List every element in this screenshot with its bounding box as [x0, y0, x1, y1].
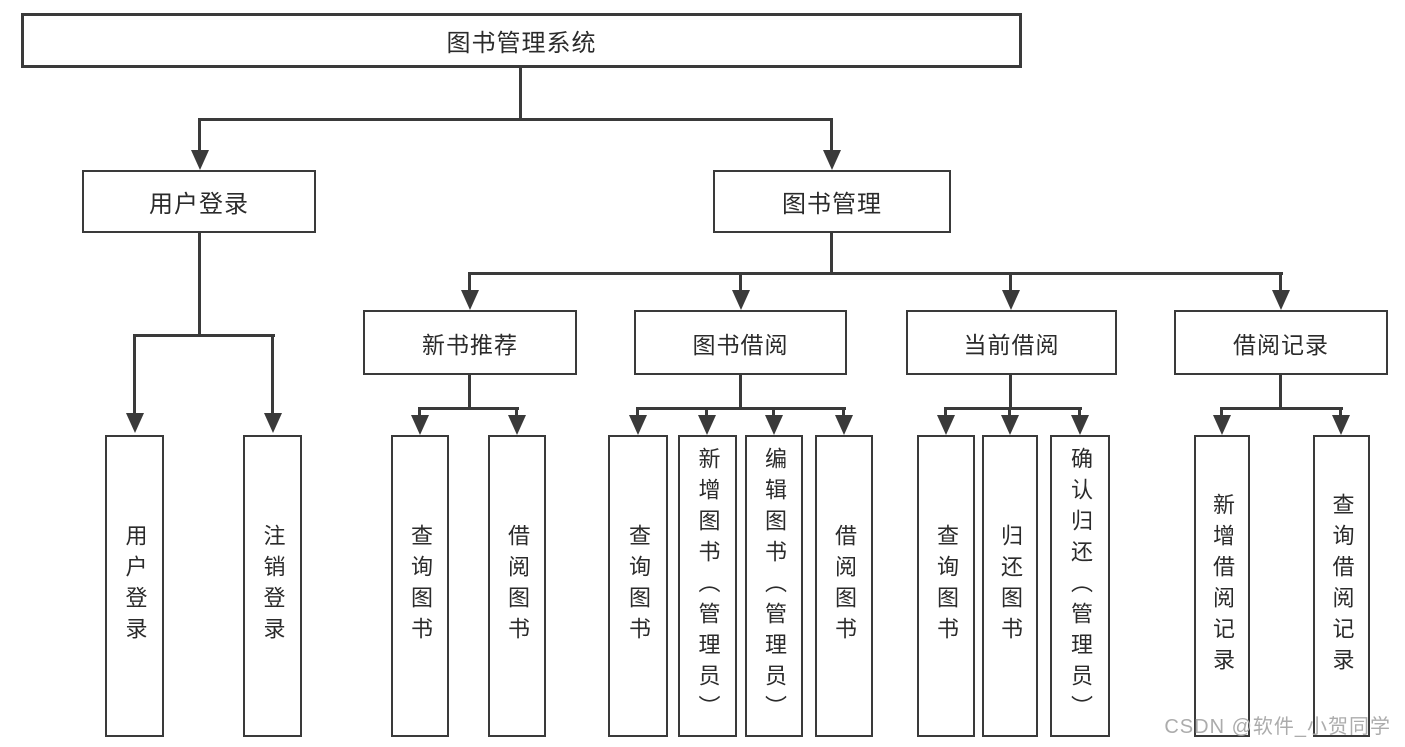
arrow-down-icon	[126, 413, 144, 433]
connector	[1339, 407, 1342, 417]
connector	[739, 272, 742, 292]
connector	[944, 407, 947, 417]
leaf-query-books-1: 查询图书	[391, 435, 449, 737]
node-label: 借阅图书	[505, 524, 530, 648]
connector	[842, 407, 845, 417]
connector	[1220, 407, 1223, 417]
node-label: 新增借阅记录	[1210, 493, 1235, 679]
leaf-borrow-books-2: 借阅图书	[815, 435, 873, 737]
connector	[469, 272, 1283, 275]
connector	[133, 334, 275, 337]
connector	[830, 233, 833, 275]
arrow-down-icon	[461, 290, 479, 310]
connector	[271, 334, 274, 415]
connector	[637, 407, 846, 410]
connector	[419, 407, 519, 410]
connector	[515, 407, 518, 417]
connector	[519, 68, 522, 120]
node-user-login: 用户登录	[82, 170, 316, 233]
node-label: 查询图书	[626, 524, 651, 648]
node-book-borrowing: 图书借阅	[634, 310, 847, 375]
arrow-down-icon	[1332, 415, 1350, 435]
node-current-borrowing: 当前借阅	[906, 310, 1117, 375]
arrow-down-icon	[508, 415, 526, 435]
connector	[198, 118, 201, 152]
connector	[830, 118, 833, 152]
watermark: CSDN @软件_小贺同学	[1164, 716, 1391, 738]
connector	[1009, 375, 1012, 409]
connector	[468, 375, 471, 409]
connector	[418, 407, 421, 417]
connector	[198, 233, 201, 337]
connector	[1078, 407, 1081, 417]
connector	[636, 407, 639, 417]
arrow-down-icon	[1001, 415, 1019, 435]
arrow-down-icon	[1213, 415, 1231, 435]
node-label: 确认归还（管理员）	[1068, 446, 1093, 726]
leaf-add-borrow-record: 新增借阅记录	[1194, 435, 1250, 737]
arrow-down-icon	[823, 150, 841, 170]
arrow-down-icon	[732, 290, 750, 310]
connector	[739, 375, 742, 409]
connector	[772, 407, 775, 417]
arrow-down-icon	[835, 415, 853, 435]
leaf-add-books-admin: 新增图书（管理员）	[678, 435, 737, 737]
arrow-down-icon	[411, 415, 429, 435]
node-book-management: 图书管理	[713, 170, 951, 233]
node-label: 查询图书	[408, 524, 433, 648]
connector	[1279, 375, 1282, 409]
node-label: 图书借阅	[692, 331, 789, 358]
node-label: 借阅图书	[832, 524, 857, 648]
node-library-management-system: 图书管理系统	[21, 13, 1022, 68]
arrow-down-icon	[1002, 290, 1020, 310]
connector	[1008, 407, 1011, 417]
leaf-query-books-2: 查询图书	[608, 435, 668, 737]
node-label: 新书推荐	[422, 331, 518, 358]
arrow-down-icon	[698, 415, 716, 435]
arrow-down-icon	[191, 150, 209, 170]
leaf-query-books-3: 查询图书	[917, 435, 975, 737]
leaf-logout: 注销登录	[243, 435, 302, 737]
leaf-query-borrow-record: 查询借阅记录	[1313, 435, 1370, 737]
node-label: 图书管理系统	[446, 30, 597, 57]
node-label: 新增图书（管理员）	[695, 446, 721, 726]
arrow-down-icon	[629, 415, 647, 435]
node-label: 编辑图书（管理员）	[762, 446, 787, 726]
connector	[468, 272, 471, 292]
arrow-down-icon	[937, 415, 955, 435]
node-label: 归还图书	[998, 524, 1023, 648]
node-label: 用户登录	[122, 524, 148, 648]
leaf-confirm-return-admin: 确认归还（管理员）	[1050, 435, 1110, 737]
node-label: 借阅记录	[1233, 331, 1329, 358]
node-label: 图书管理	[782, 191, 882, 218]
connector	[198, 118, 833, 121]
connector	[1221, 407, 1343, 410]
connector	[1009, 272, 1012, 292]
leaf-edit-books-admin: 编辑图书（管理员）	[745, 435, 803, 737]
node-label: 注销登录	[260, 524, 286, 648]
connector	[1279, 272, 1282, 292]
arrow-down-icon	[264, 413, 282, 433]
connector	[705, 407, 708, 417]
connector	[133, 334, 136, 415]
leaf-borrow-books-1: 借阅图书	[488, 435, 546, 737]
node-borrowing-records: 借阅记录	[1174, 310, 1388, 375]
arrow-down-icon	[765, 415, 783, 435]
node-label: 用户登录	[149, 191, 249, 218]
leaf-return-books: 归还图书	[982, 435, 1038, 737]
node-new-book-recommendation: 新书推荐	[363, 310, 577, 375]
node-label: 查询图书	[934, 524, 959, 648]
arrow-down-icon	[1071, 415, 1089, 435]
node-label: 查询借阅记录	[1329, 493, 1355, 679]
arrow-down-icon	[1272, 290, 1290, 310]
node-label: 当前借阅	[963, 331, 1060, 358]
connector	[944, 407, 1082, 410]
leaf-user-login: 用户登录	[105, 435, 164, 737]
